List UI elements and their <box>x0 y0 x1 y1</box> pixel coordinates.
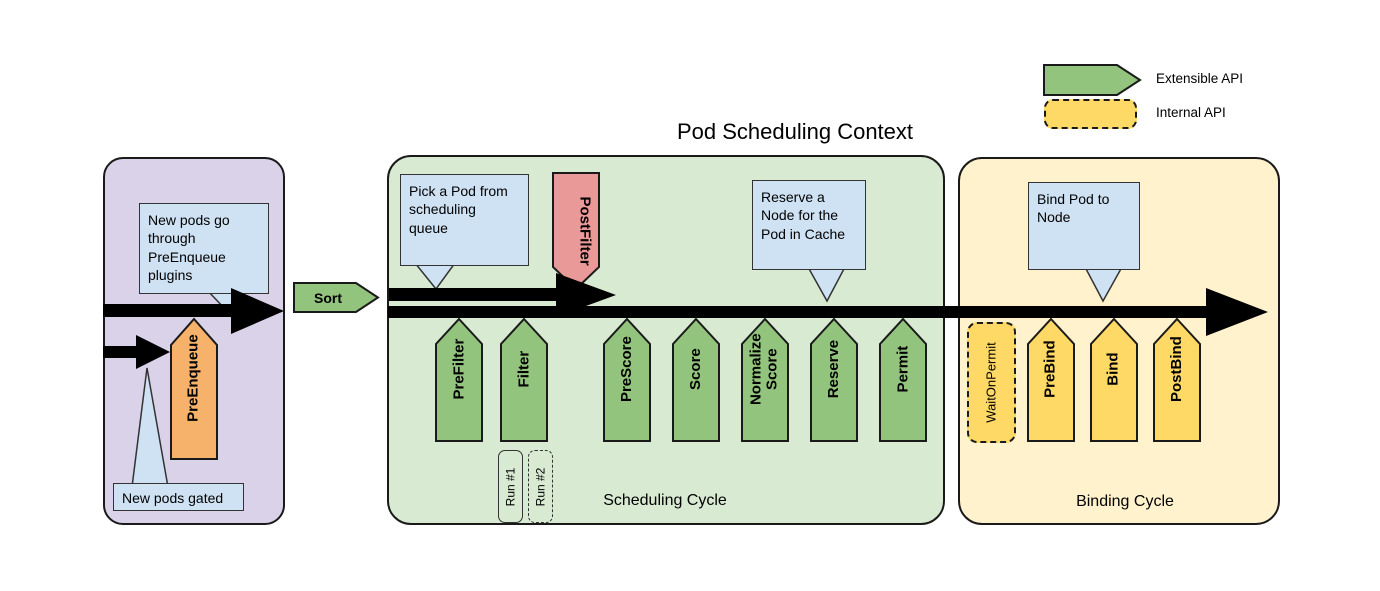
binding-cycle-label: Binding Cycle <box>1076 493 1174 510</box>
plugin-label: Sort <box>314 289 342 306</box>
plugin-label: PreFilter <box>449 338 467 400</box>
preenqueue-plugin-arrow: PreEnqueue <box>170 317 218 460</box>
plugin-label: Permit <box>893 345 911 393</box>
bind-callout-tail <box>1083 266 1124 303</box>
plugin-label: PostFilter <box>577 196 595 266</box>
up-arrow-icon <box>435 317 483 442</box>
run-2-box: Run #2 <box>528 450 553 523</box>
up-arrow-icon <box>1090 317 1138 442</box>
plugin-label: PreBind <box>1041 340 1059 398</box>
waitonpermit-box: WaitOnPermit <box>967 322 1016 443</box>
plugin-arrow-permit: Permit <box>879 317 927 442</box>
right-arrow-icon <box>293 282 380 313</box>
plugin-label: PreScore <box>617 336 635 402</box>
pick-pod-callout-tail <box>413 262 457 291</box>
callout-new-pods-gated: New pods gated <box>113 483 244 511</box>
up-arrow-icon <box>603 317 651 442</box>
plugin-label: Score <box>686 348 704 390</box>
up-arrow-icon <box>170 317 218 460</box>
plugin-label: Filter <box>514 350 532 388</box>
plugin-arrow-postbind: PostBind <box>1153 317 1201 442</box>
legend-extensible-label: Extensible API <box>1156 71 1244 86</box>
plugin-arrow-reserve: Reserve <box>810 317 858 442</box>
plugin-arrow-bind: Bind <box>1090 317 1138 442</box>
right-arrow-icon <box>1043 64 1142 96</box>
plugin-label: Reserve <box>824 339 842 399</box>
callout-reserve-node: Reserve a Node for the Pod in Cache <box>752 180 866 270</box>
plugin-label: Bind <box>1104 352 1122 386</box>
legend-internal-label: Internal API <box>1156 105 1226 120</box>
legend-extensible-arrow-icon <box>1043 64 1142 96</box>
callout-pick-pod: Pick a Pod from scheduling queue <box>400 174 529 266</box>
new-pods-gated-callout-tail <box>131 367 169 488</box>
plugin-arrow-prebind: PreBind <box>1027 317 1075 442</box>
run-2-label: Run #2 <box>533 467 548 506</box>
plugin-arrow-normalize-score: Normalize Score <box>741 317 789 442</box>
up-arrow-icon <box>1153 317 1201 442</box>
plugin-arrow-score: Score <box>672 317 720 442</box>
plugin-arrow-prefilter: PreFilter <box>435 317 483 442</box>
postfilter-plugin-arrow: PostFilter <box>552 172 600 291</box>
up-arrow-icon <box>810 317 858 442</box>
plugin-arrow-prescore: PreScore <box>603 317 651 442</box>
up-arrow-icon <box>672 317 720 442</box>
sort-plugin-arrow: Sort <box>293 282 380 313</box>
plugin-arrow-filter: Filter <box>500 317 548 442</box>
up-arrow-icon <box>1027 317 1075 442</box>
legend-internal-box-icon <box>1044 99 1137 129</box>
up-arrow-icon <box>879 317 927 442</box>
plugin-label: Normalize Score <box>747 333 782 405</box>
plugin-label: PostBind <box>1167 336 1185 402</box>
run-1-box: Run #1 <box>498 450 523 523</box>
run-1-label: Run #1 <box>503 467 518 506</box>
callout-bind-pod: Bind Pod to Node <box>1028 182 1140 270</box>
reserve-callout-tail <box>806 266 847 303</box>
diagram-title: Pod Scheduling Context <box>676 119 914 144</box>
scheduling-cycle-label: Scheduling Cycle <box>603 492 727 509</box>
up-arrow-icon <box>741 317 789 442</box>
up-arrow-icon <box>500 317 548 442</box>
waitonpermit-label: WaitOnPermit <box>984 342 1000 423</box>
plugin-label: PreEnqueue <box>184 334 202 422</box>
callout-new-pods: New pods go through PreEnqueue plugins <box>139 203 269 294</box>
